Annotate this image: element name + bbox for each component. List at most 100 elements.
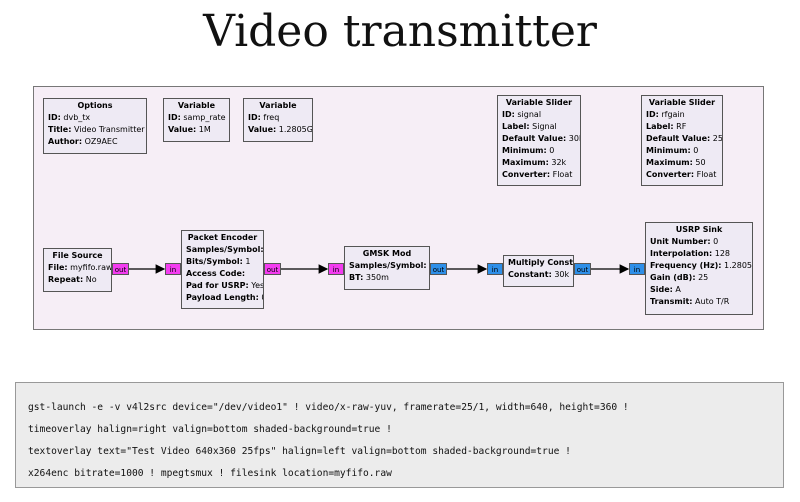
block-param-row: ID: rfgain — [646, 109, 718, 121]
param-label: Access Code: — [186, 269, 246, 278]
block-param-row: Frequency (Hz): 1.2805G — [650, 260, 752, 272]
block-param-row: Minimum: 0 — [502, 145, 576, 157]
param-value: rfgain — [661, 110, 685, 119]
file-source-out-port[interactable]: out — [112, 263, 129, 275]
param-value: 1.2805G — [278, 125, 313, 134]
block-param-row: Repeat: No — [48, 274, 107, 286]
block-param-row: Author: OZ9AEC — [48, 136, 142, 148]
block-param-row: Bits/Symbol: 1 — [186, 256, 259, 268]
param-label: Samples/Symbol: — [349, 261, 427, 270]
block-param-row: Payload Length: 0 — [186, 292, 263, 304]
param-label: Converter: — [646, 170, 695, 179]
param-label: Side: — [650, 285, 673, 294]
block-param-row: Transmit: Auto T/R — [650, 296, 748, 308]
param-value: myfifo.raw — [70, 263, 112, 272]
slide-title: Video transmitter — [203, 6, 597, 57]
param-label: Transmit: — [650, 297, 693, 306]
param-value: samp_rate — [183, 113, 226, 122]
block-param-row: ID: signal — [502, 109, 576, 121]
block-title: Options — [77, 101, 113, 110]
packet-encoder-out-port[interactable]: out — [264, 263, 281, 275]
param-value: OZ9AEC — [84, 137, 118, 146]
block-param-row: Pad for USRP: Yes — [186, 280, 263, 292]
block-param-row: Converter: Float — [502, 169, 576, 181]
block-param-row: Maximum: 50 — [646, 157, 718, 169]
multiply-const-out-port[interactable]: out — [574, 263, 591, 275]
param-label: Label: — [502, 122, 530, 131]
param-value: Yes — [251, 281, 264, 290]
param-value: Float — [696, 170, 717, 179]
param-value: RF — [676, 122, 687, 131]
param-value: signal — [517, 110, 542, 119]
param-label: Converter: — [502, 170, 551, 179]
block-param-row: Unit Number: 0 — [650, 236, 748, 248]
param-value: 50 — [695, 158, 706, 167]
param-label: ID: — [502, 110, 515, 119]
block-param-row: Gain (dB): 25 — [650, 272, 748, 284]
param-label: Maximum: — [502, 158, 549, 167]
param-label: ID: — [646, 110, 659, 119]
packet-encoder-in-port[interactable]: in — [165, 263, 181, 275]
param-value: 0 — [549, 146, 555, 155]
gst-launch-command-box: gst-launch -e -v v4l2src device="/dev/vi… — [15, 382, 784, 488]
param-label: ID: — [168, 113, 181, 122]
block-param-row: Default Value: 30k — [502, 133, 580, 145]
param-label: Minimum: — [646, 146, 691, 155]
block-title: Packet Encoder — [187, 233, 258, 242]
param-value: 1M — [198, 125, 211, 134]
block-param-row: Minimum: 0 — [646, 145, 718, 157]
block-param-row: Default Value: 25 — [646, 133, 722, 145]
param-label: Constant: — [508, 270, 552, 279]
block-title: Variable Slider — [505, 98, 573, 107]
param-value: 0 — [713, 237, 719, 246]
block-param-row: ID: samp_rate — [168, 112, 226, 124]
param-value: 350m — [365, 273, 389, 282]
gmsk-mod-in-port[interactable]: in — [328, 263, 344, 275]
block-title: Variable Slider — [648, 98, 716, 107]
block-param-row: File: myfifo.raw — [48, 262, 111, 274]
param-value: freq — [263, 113, 280, 122]
multiply-const-in-port[interactable]: in — [487, 263, 503, 275]
param-label: Samples/Symbol: — [186, 245, 264, 254]
block-param-row: ID: freq — [248, 112, 308, 124]
block-param-row: ID: dvb_tx — [48, 112, 142, 124]
block-title: Variable — [177, 101, 216, 110]
param-label: Title: — [48, 125, 72, 134]
gmsk-mod-out-port[interactable]: out — [430, 263, 447, 275]
param-value: 128 — [714, 249, 731, 258]
block-param-row: Samples/Symbol: 2 — [186, 244, 263, 256]
param-value: 25 — [712, 134, 723, 143]
param-label: Pad for USRP: — [186, 281, 249, 290]
param-label: Value: — [168, 125, 197, 134]
param-value: 30k — [568, 134, 580, 143]
param-value: 1 — [245, 257, 251, 266]
block-param-row: Constant: 30k — [508, 269, 569, 281]
block-param-row: Value: 1.2805G — [248, 124, 312, 136]
code-line: timeoverlay halign=right valign=bottom s… — [28, 424, 392, 435]
param-value: Auto T/R — [695, 297, 730, 306]
usrp-sink-in-port[interactable]: in — [629, 263, 645, 275]
block-title: GMSK Mod — [362, 249, 412, 258]
param-label: BT: — [349, 273, 364, 282]
param-label: Repeat: — [48, 275, 84, 284]
block-param-row: Side: A — [650, 284, 748, 296]
code-line: textoverlay text="Test Video 640x360 25f… — [28, 446, 571, 457]
code-line: x264enc bitrate=1000 ! mpegtsmux ! files… — [28, 468, 392, 479]
param-value: 32k — [551, 158, 567, 167]
param-value: 30k — [554, 270, 570, 279]
param-label: Unit Number: — [650, 237, 711, 246]
param-label: Maximum: — [646, 158, 693, 167]
param-value: A — [675, 285, 681, 294]
param-label: Default Value: — [646, 134, 711, 143]
block-param-row: Access Code: — [186, 268, 259, 280]
